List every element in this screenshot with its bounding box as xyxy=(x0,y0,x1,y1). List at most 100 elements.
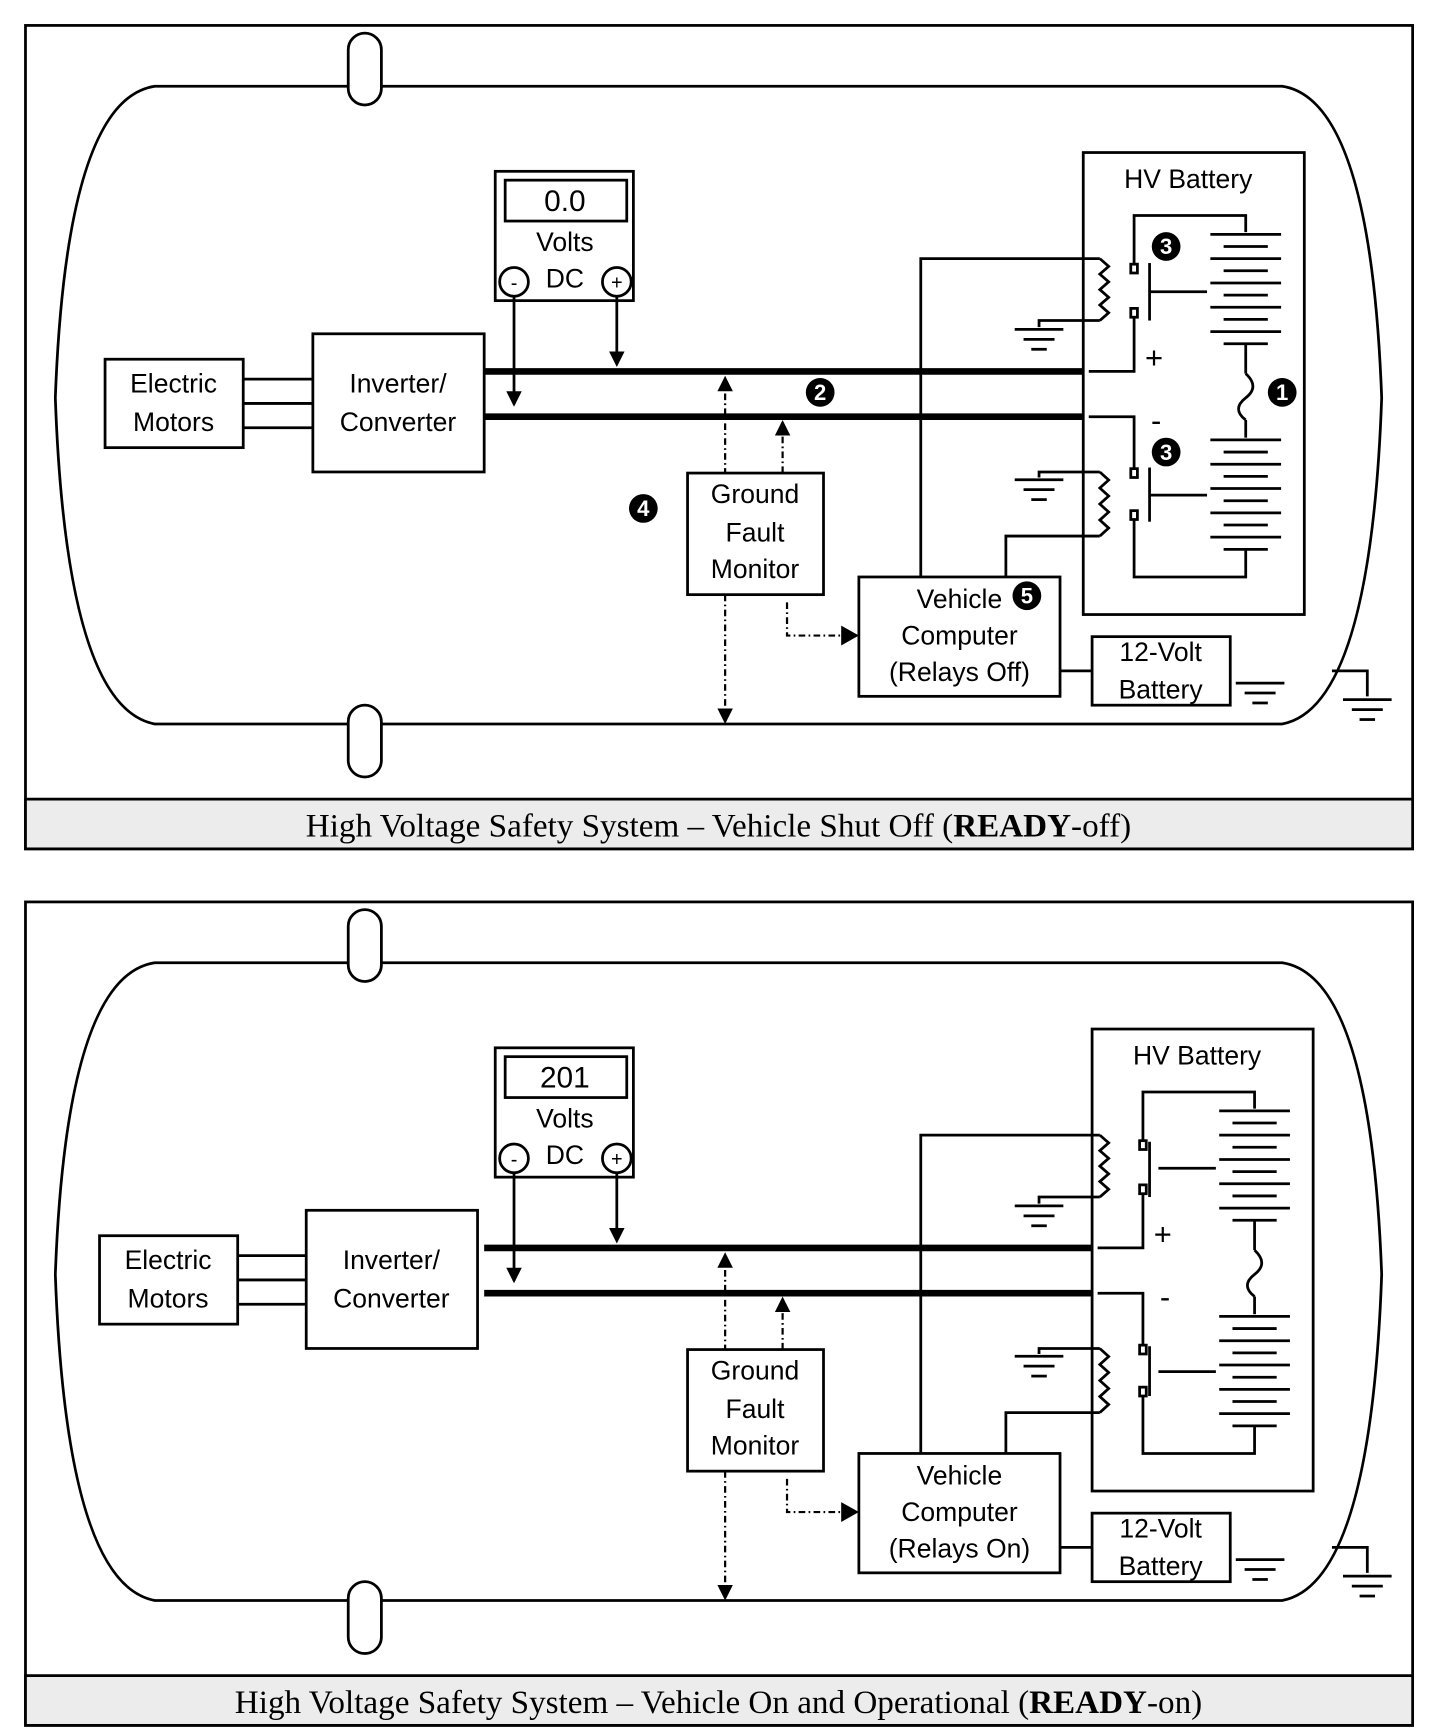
gfm-label: Ground xyxy=(711,479,799,509)
caption-text: -off) xyxy=(1071,808,1131,845)
voltmeter-display xyxy=(503,1055,629,1099)
voltmeter-unit: Volts xyxy=(536,1103,594,1133)
gfm-label: Monitor xyxy=(711,1431,800,1461)
relay-contact xyxy=(1129,509,1139,521)
panel-caption: High Voltage Safety System – Vehicle Shu… xyxy=(306,808,1131,845)
positive-terminal-sign: + xyxy=(1154,1217,1172,1252)
arrow-head-right xyxy=(841,625,859,646)
battery-12v-label: 12-Volt xyxy=(1119,1513,1202,1543)
motors-label: Motors xyxy=(133,407,214,437)
relay-contact xyxy=(1138,1183,1148,1196)
marker-number: 5 xyxy=(1021,583,1033,608)
marker-1: 1 xyxy=(1267,378,1297,407)
voltmeter-unit: DC xyxy=(546,263,584,293)
relay-to-bus-negative xyxy=(1097,1291,1145,1346)
motors-label: Electric xyxy=(130,368,217,398)
marker-circle xyxy=(1151,232,1181,261)
hv-battery-wire xyxy=(1132,519,1248,579)
wheel-front-bottom xyxy=(346,1580,383,1655)
probe-positive-sign: + xyxy=(611,1149,623,1171)
marker-number: 1 xyxy=(1276,380,1288,405)
caption-ready: READY xyxy=(953,808,1071,845)
wheel-front-top xyxy=(346,908,383,983)
marker-circle xyxy=(628,494,658,523)
battery-12v-box xyxy=(1090,1511,1232,1584)
electric-motors-box xyxy=(98,1234,240,1326)
ground-fault-monitor-box xyxy=(686,1348,825,1473)
probe-negative-sign: - xyxy=(511,273,518,295)
relay-coil xyxy=(1097,257,1111,322)
caption-ready: READY xyxy=(1029,1684,1147,1721)
battery-12v-label: Battery xyxy=(1119,1551,1204,1581)
chassis-ground-lead xyxy=(1331,1546,1369,1573)
hv-battery-label: HV Battery xyxy=(1124,164,1253,194)
vehicle-computer-box xyxy=(857,1452,1062,1575)
battery-12v-box xyxy=(1090,635,1232,707)
motors-label: Motors xyxy=(128,1284,209,1314)
arrow-head-right xyxy=(841,1502,859,1522)
marker-number: 2 xyxy=(814,380,826,405)
arrow-head-down xyxy=(717,708,733,724)
vehicle-body-outline xyxy=(53,961,1384,1602)
positive-terminal-sign: + xyxy=(1145,340,1163,375)
chassis-ground xyxy=(1342,698,1392,721)
relay-control-positive xyxy=(919,1133,1100,1454)
marker-number: 3 xyxy=(1160,234,1172,259)
caption-text: -on) xyxy=(1147,1684,1202,1721)
gfm-signal-line xyxy=(785,602,841,637)
battery-12v-label: Battery xyxy=(1119,675,1204,705)
relay-contact xyxy=(1138,1343,1148,1356)
marker-3-negative-relay: 3 xyxy=(1151,437,1181,467)
marker-2: 2 xyxy=(805,378,835,407)
panel-caption: High Voltage Safety System – Vehicle On … xyxy=(235,1684,1202,1721)
relay-control-negative xyxy=(1004,1411,1100,1454)
coil-ground xyxy=(1014,478,1064,501)
arrow-head-down xyxy=(609,351,625,367)
arrow-head-up xyxy=(774,1296,791,1312)
service-plug-fuse xyxy=(1246,1249,1264,1298)
computer-label: Vehicle xyxy=(917,1460,1003,1490)
hv-battery-wire xyxy=(1132,214,1248,266)
marker-3-positive-relay: 3 xyxy=(1151,232,1181,261)
relay-contact xyxy=(1129,467,1139,479)
arrow-head-up xyxy=(717,375,733,392)
relay-to-bus-positive xyxy=(1097,1193,1145,1250)
marker-circle xyxy=(805,378,835,407)
gfm-signal-line xyxy=(785,1478,841,1514)
arrow-head-down xyxy=(609,1227,625,1244)
relay-control-positive xyxy=(919,257,1100,577)
relay-contact xyxy=(1129,306,1139,319)
probe-negative-sign: - xyxy=(511,1149,518,1171)
voltmeter-reading: 0.0 xyxy=(544,185,585,218)
relay-coil xyxy=(1097,1347,1111,1414)
hv-battery-enclosure xyxy=(1090,1027,1315,1493)
electric-motors-box xyxy=(103,357,245,450)
inverter-label: Inverter/ xyxy=(349,368,447,398)
caption-bar xyxy=(24,797,1415,851)
marker-number: 4 xyxy=(637,496,650,521)
battery-12v-label: 12-Volt xyxy=(1119,637,1202,667)
relay-control-negative xyxy=(1004,534,1100,577)
computer-label: Computer xyxy=(901,1497,1018,1527)
probe-positive-sign: + xyxy=(611,273,623,295)
negative-terminal-sign: - xyxy=(1160,1280,1170,1315)
inverter-label: Inverter/ xyxy=(343,1245,441,1275)
coil-ground xyxy=(1014,1204,1064,1228)
caption-bar xyxy=(24,1674,1415,1727)
arrow-head-down xyxy=(717,1584,733,1601)
battery-12v-ground xyxy=(1235,681,1285,705)
gfm-label: Fault xyxy=(725,518,785,548)
voltmeter-display xyxy=(503,178,629,223)
marker-circle xyxy=(1012,581,1042,611)
chassis-ground xyxy=(1342,1574,1392,1598)
panel-ready-on: ElectricMotorsInverter/Converter201Volts… xyxy=(24,900,1415,1727)
relay-to-bus-positive xyxy=(1088,317,1136,373)
chassis-ground-lead xyxy=(1331,669,1369,697)
coil-ground-lead xyxy=(1037,319,1100,328)
arrow-head-up xyxy=(774,420,791,436)
voltmeter-unit: DC xyxy=(546,1140,584,1170)
caption-text: High Voltage Safety System – Vehicle On … xyxy=(235,1684,1029,1721)
inverter-box xyxy=(311,332,486,474)
inverter-box xyxy=(304,1208,479,1350)
